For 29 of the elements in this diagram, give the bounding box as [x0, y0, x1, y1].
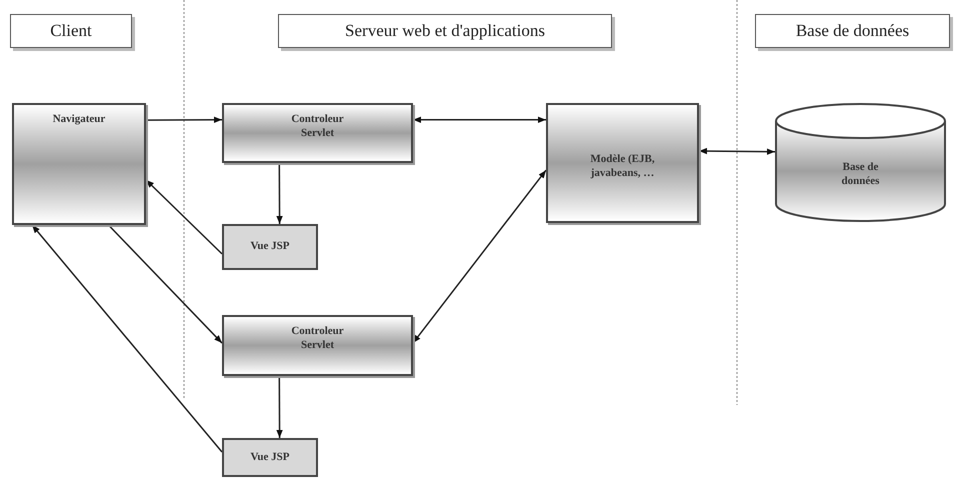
node-label: Client [50, 20, 92, 42]
process-box [546, 103, 699, 223]
node-label: Controleur Servlet [290, 325, 345, 352]
node-label: Vue JSP [249, 240, 291, 254]
node-label: Vue JSP [249, 450, 291, 464]
node-label: Navigateur [52, 113, 106, 127]
arrow [699, 148, 775, 155]
process-box [222, 103, 413, 163]
column-header [10, 14, 132, 48]
arrow [276, 376, 283, 438]
arrow [32, 224, 223, 453]
node-label: Base de données [796, 20, 910, 42]
view-box [222, 438, 318, 477]
column-header [278, 14, 612, 48]
database-cylinder [775, 103, 946, 222]
process-box [222, 315, 413, 376]
node-label: Base de données [840, 160, 880, 188]
node-label: Modèle (EJB, javabeans, … [589, 153, 656, 181]
node-label: Controleur Servlet [290, 113, 345, 140]
arrow [108, 224, 223, 344]
arrow [276, 163, 283, 224]
arrow [145, 179, 223, 254]
view-box [222, 224, 318, 270]
process-box [12, 103, 146, 225]
arrow [413, 116, 546, 123]
arrow [412, 170, 547, 344]
arrow [146, 116, 222, 124]
column-header [755, 14, 950, 48]
node-label: Serveur web et d'applications [345, 20, 545, 42]
